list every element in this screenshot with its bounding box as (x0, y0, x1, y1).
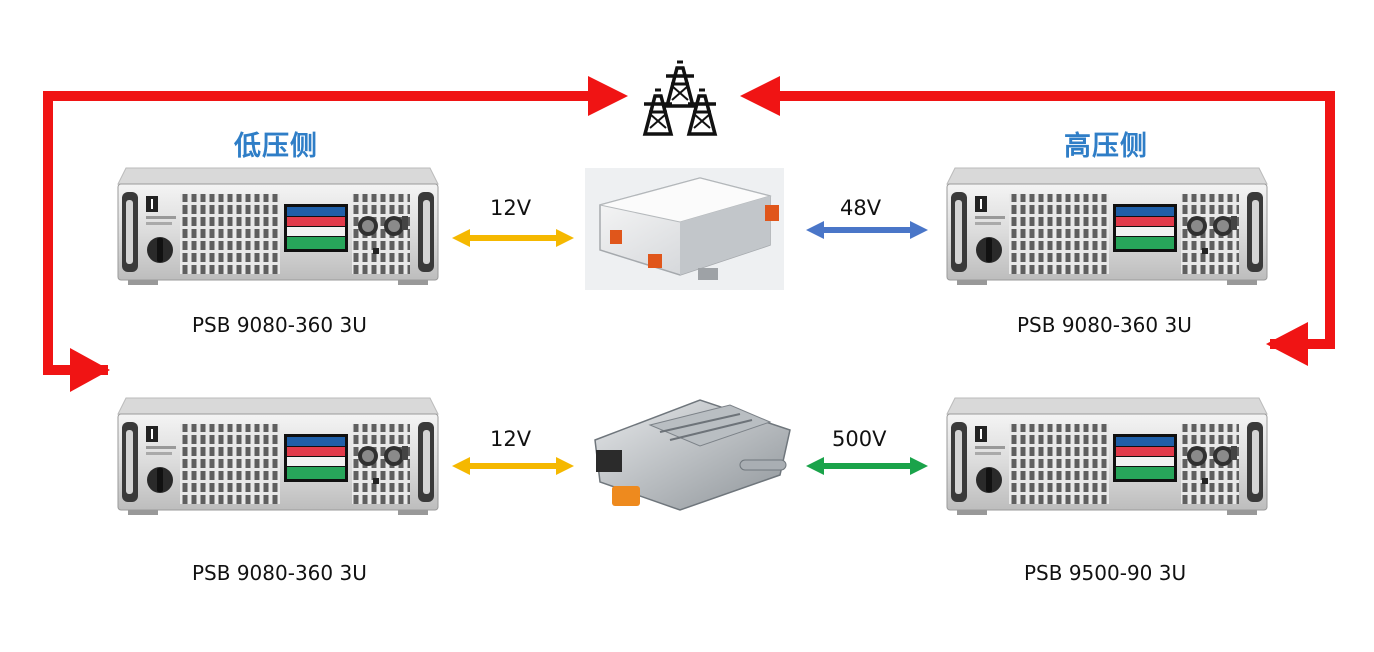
grid-loop-right (740, 76, 1335, 366)
model-label-top-right: PSB 9080-360 3U (1017, 313, 1192, 337)
dc-dc-converter-box (585, 168, 784, 290)
psu-top-left (117, 167, 439, 286)
psu-bottom-right (946, 397, 1268, 516)
voltage-label-top-left: 12V (490, 196, 532, 220)
arrow-500v (806, 457, 928, 475)
grid-loop-left (43, 76, 628, 392)
voltage-label-bottom-left: 12V (490, 427, 532, 451)
arrow-48v (806, 221, 928, 239)
power-tower-icon (642, 60, 718, 136)
model-label-bottom-right: PSB 9500-90 3U (1024, 561, 1187, 585)
voltage-label-top-right: 48V (840, 196, 882, 220)
psu-bottom-left (117, 397, 439, 516)
model-label-bottom-left: PSB 9080-360 3U (192, 561, 367, 585)
inverter-module (594, 399, 791, 511)
voltage-label-bottom-right: 500V (832, 427, 887, 451)
model-label-top-left: PSB 9080-360 3U (192, 313, 367, 337)
high-side-title: 高压侧 (1064, 131, 1148, 162)
arrow-12v-bottom (452, 457, 574, 475)
psu-top-right (946, 167, 1268, 286)
arrow-12v-top (452, 229, 574, 247)
low-side-title: 低压侧 (234, 131, 318, 162)
